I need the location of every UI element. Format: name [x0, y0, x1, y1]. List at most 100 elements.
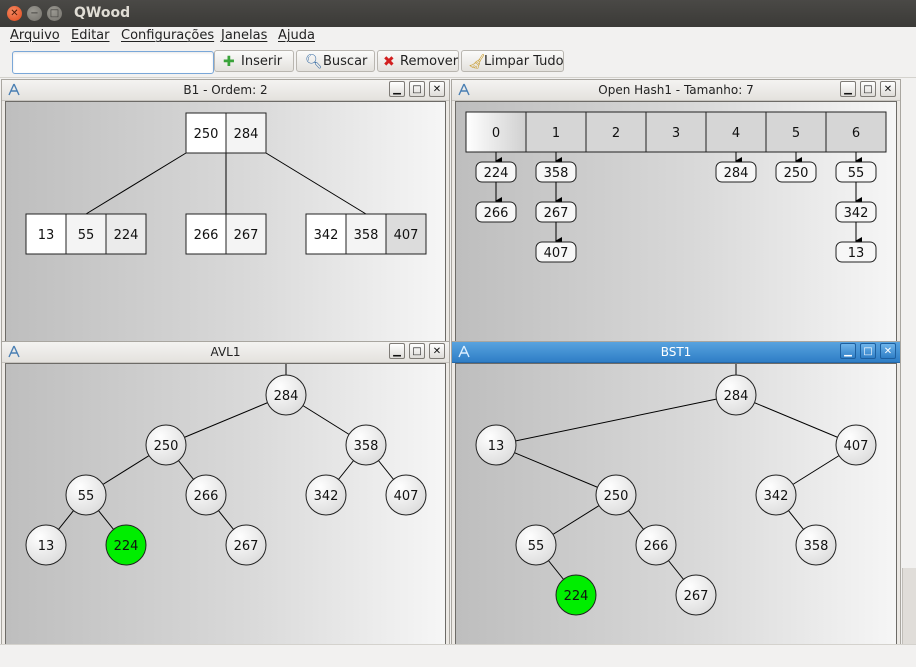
- hash-bucket-index: 1: [552, 126, 560, 141]
- hash-window-title: Open Hash1 - Tamanho: 7: [598, 83, 754, 97]
- tree-app-icon: [458, 345, 470, 358]
- btree-key-cell: [345, 213, 387, 255]
- status-bar: [0, 644, 916, 667]
- tree-app-icon: [458, 83, 470, 96]
- btree-key: 267: [234, 228, 259, 243]
- tree-node-value: 342: [314, 489, 339, 504]
- btree-key-cell: [185, 112, 227, 154]
- hash-chain-value: 342: [844, 206, 869, 221]
- tree-node-highlighted: [105, 524, 147, 566]
- hash-bucket-index: 5: [792, 126, 800, 141]
- tree-node: [345, 424, 387, 466]
- remove-button[interactable]: ✖ Remover: [377, 50, 459, 72]
- menu-janelas[interactable]: Janelas: [221, 28, 268, 43]
- tree-node-value: 55: [78, 489, 95, 504]
- btree-key-cell: [185, 213, 227, 255]
- remove-label: Remover: [400, 54, 459, 69]
- close-subwindow-button[interactable]: ✕: [429, 343, 445, 359]
- minimize-subwindow-button[interactable]: ▁: [389, 81, 405, 97]
- insert-button[interactable]: ✚ Inserir: [214, 50, 294, 72]
- tree-node: [835, 424, 877, 466]
- hash-bucket: [645, 111, 707, 153]
- minimize-subwindow-button[interactable]: ▁: [840, 343, 856, 359]
- btree-key-cell: [225, 112, 267, 154]
- hash-chain-value: 407: [544, 246, 569, 261]
- hash-bucket-index: 2: [612, 126, 620, 141]
- minimize-window-button[interactable]: −: [27, 6, 42, 21]
- broom-icon: 🧹︎: [468, 54, 486, 70]
- search-button[interactable]: 🔍︎ Buscar: [296, 50, 375, 72]
- tree-node-value: 224: [114, 539, 139, 554]
- avl-window-titlebar[interactable]: AVL1 ▁ □ ✕: [2, 342, 449, 363]
- tree-node-value: 267: [234, 539, 259, 554]
- tree-node: [635, 524, 677, 566]
- clear-all-button[interactable]: 🧹︎ Limpar Tudo: [461, 50, 564, 72]
- close-subwindow-button[interactable]: ✕: [880, 343, 896, 359]
- bst-window-title: BST1: [660, 345, 692, 359]
- maximize-subwindow-button[interactable]: □: [409, 343, 425, 359]
- hash-window-titlebar[interactable]: Open Hash1 - Tamanho: 7 ▁ □ ✕: [452, 80, 900, 101]
- btree-key-cell: [385, 213, 427, 255]
- menu-ajuda[interactable]: Ajuda: [278, 28, 315, 43]
- btree-key-cell: [25, 213, 67, 255]
- minimize-subwindow-button[interactable]: ▁: [840, 81, 856, 97]
- hash-chain-value: 267: [544, 206, 569, 221]
- menu-configuracoes[interactable]: Configurações: [121, 28, 215, 43]
- hash-chain-value: 266: [484, 206, 509, 221]
- hash-chain-node: [835, 241, 877, 263]
- tree-node-value: 266: [644, 539, 669, 554]
- tree-node-value: 224: [564, 589, 589, 604]
- close-subwindow-button[interactable]: ✕: [880, 81, 896, 97]
- plus-icon: ✚: [223, 54, 235, 70]
- hash-bucket-index: 0: [492, 126, 500, 141]
- mdi-scrollbar[interactable]: [902, 568, 916, 644]
- btree-window-title: B1 - Ordem: 2: [183, 83, 268, 97]
- hash-bucket: [525, 111, 587, 153]
- btree-graph: 250 284 13 55 224 266 267 342: [25, 112, 427, 255]
- tree-app-icon: [8, 83, 20, 96]
- hash-chain-value: 224: [484, 166, 509, 181]
- btree-key: 13: [38, 228, 55, 243]
- menu-editar[interactable]: Editar: [71, 28, 110, 43]
- tree-node-value: 13: [488, 439, 505, 454]
- btree-key: 224: [114, 228, 139, 243]
- btree-key: 250: [194, 127, 219, 142]
- btree-key: 266: [194, 228, 219, 243]
- insert-label: Inserir: [241, 54, 283, 69]
- tree-node-value: 342: [764, 489, 789, 504]
- value-input[interactable]: [12, 51, 214, 74]
- maximize-subwindow-button[interactable]: □: [860, 343, 876, 359]
- tree-edge: [495, 444, 617, 496]
- menu-arquivo[interactable]: Arquivo: [10, 28, 60, 43]
- hash-bucket-index: 3: [672, 126, 680, 141]
- close-window-button[interactable]: ✕: [7, 6, 22, 21]
- bst-window-titlebar[interactable]: BST1 ▁ □ ✕: [452, 342, 900, 363]
- tree-node: [475, 424, 517, 466]
- maximize-subwindow-button[interactable]: □: [860, 81, 876, 97]
- hash-chain-node: [775, 161, 817, 183]
- hash-bucket-index: 6: [852, 126, 860, 141]
- tree-node-value: 267: [684, 589, 709, 604]
- tree-node-value: 250: [604, 489, 629, 504]
- btree-key-cell: [105, 213, 147, 255]
- close-subwindow-button[interactable]: ✕: [429, 81, 445, 97]
- hash-chain-value: 55: [848, 166, 865, 181]
- tree-node: [795, 524, 837, 566]
- tree-node-value: 250: [154, 439, 179, 454]
- maximize-subwindow-button[interactable]: □: [409, 81, 425, 97]
- app-titlebar: ✕ − □ QWood: [0, 0, 916, 27]
- tree-node: [675, 574, 717, 616]
- tree-app-icon: [8, 345, 20, 358]
- minimize-subwindow-button[interactable]: ▁: [389, 343, 405, 359]
- btree-window-titlebar[interactable]: B1 - Ordem: 2 ▁ □ ✕: [2, 80, 449, 101]
- btree-key: 55: [78, 228, 95, 243]
- maximize-window-button[interactable]: □: [47, 6, 62, 21]
- tree-node: [595, 474, 637, 516]
